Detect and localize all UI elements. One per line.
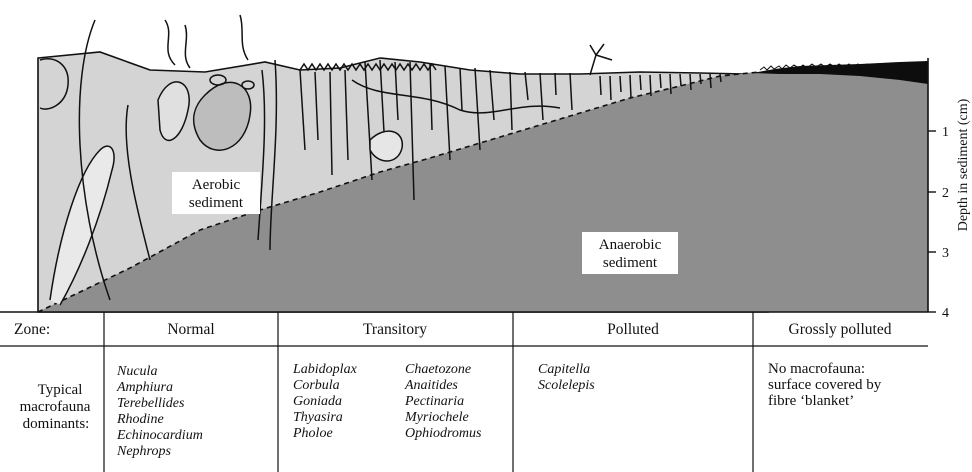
depth-axis-title: Depth in sediment (cm) xyxy=(956,98,971,231)
species-transitory-b3: Pectinaria xyxy=(404,394,464,409)
species-transitory-a5: Pholoe xyxy=(292,426,333,441)
grossly-polluted-note-1: No macrofauna: xyxy=(768,361,865,377)
species-transitory-b1: Chaetozone xyxy=(405,362,471,377)
anaerobic-label-line2: sediment xyxy=(603,255,658,271)
zone-name-polluted: Polluted xyxy=(607,321,659,338)
species-transitory-a3: Goniada xyxy=(293,394,342,409)
species-transitory-b4: Myriochele xyxy=(404,410,469,425)
species-normal-1: Nucula xyxy=(116,364,157,379)
bivalve-transitory xyxy=(370,131,402,161)
dominants-header-line3: dominants: xyxy=(23,416,90,432)
dominants-header-line2: macrofauna xyxy=(20,399,91,415)
zone-name-grossly-polluted: Grossly polluted xyxy=(789,321,892,338)
sea-pen-top xyxy=(240,15,248,60)
depth-tick-label-4: 4 xyxy=(942,306,949,321)
dominants-header-line1: Typical xyxy=(38,382,83,398)
species-transitory-a1: Labidoplax xyxy=(292,362,358,377)
species-normal-4: Rhodine xyxy=(116,412,164,427)
species-polluted-1: Capitella xyxy=(538,362,590,377)
species-normal-3: Terebellides xyxy=(117,396,185,411)
aerobic-label-line2: sediment xyxy=(189,195,244,211)
grossly-polluted-note-3: fibre ‘blanket’ xyxy=(768,393,854,409)
zone-name-normal: Normal xyxy=(167,321,214,338)
aerobic-label: Aerobic sediment xyxy=(172,172,260,214)
species-transitory-b5: Ophiodromus xyxy=(405,426,482,441)
tentacles-top-left xyxy=(165,20,190,68)
zone-header: Zone: xyxy=(14,321,50,338)
aerobic-label-line1: Aerobic xyxy=(192,177,241,193)
species-polluted-2: Scolelepis xyxy=(538,378,595,393)
depth-tick-label-3: 3 xyxy=(942,246,949,261)
species-transitory-a4: Thyasira xyxy=(293,410,343,425)
zone-name-transitory: Transitory xyxy=(363,321,427,338)
zone-table: Zone: Normal Transitory Polluted Grossly… xyxy=(0,312,928,472)
grossly-polluted-note-2: surface covered by xyxy=(768,377,882,393)
depth-tick-label-2: 2 xyxy=(942,186,949,201)
surface-plant xyxy=(590,44,612,75)
species-normal-2: Amphiura xyxy=(116,380,173,395)
species-transitory-b2: Anaitides xyxy=(404,378,458,393)
species-transitory-a2: Corbula xyxy=(293,378,340,393)
species-normal-5: Echinocardium xyxy=(116,428,203,443)
anaerobic-label-line1: Anaerobic xyxy=(599,237,662,253)
depth-axis: 1 2 3 4 Depth in sediment (cm) xyxy=(928,98,971,321)
anaerobic-label: Anaerobic sediment xyxy=(582,232,678,274)
species-normal-6: Nephrops xyxy=(116,444,171,459)
depth-tick-label-1: 1 xyxy=(942,125,949,140)
